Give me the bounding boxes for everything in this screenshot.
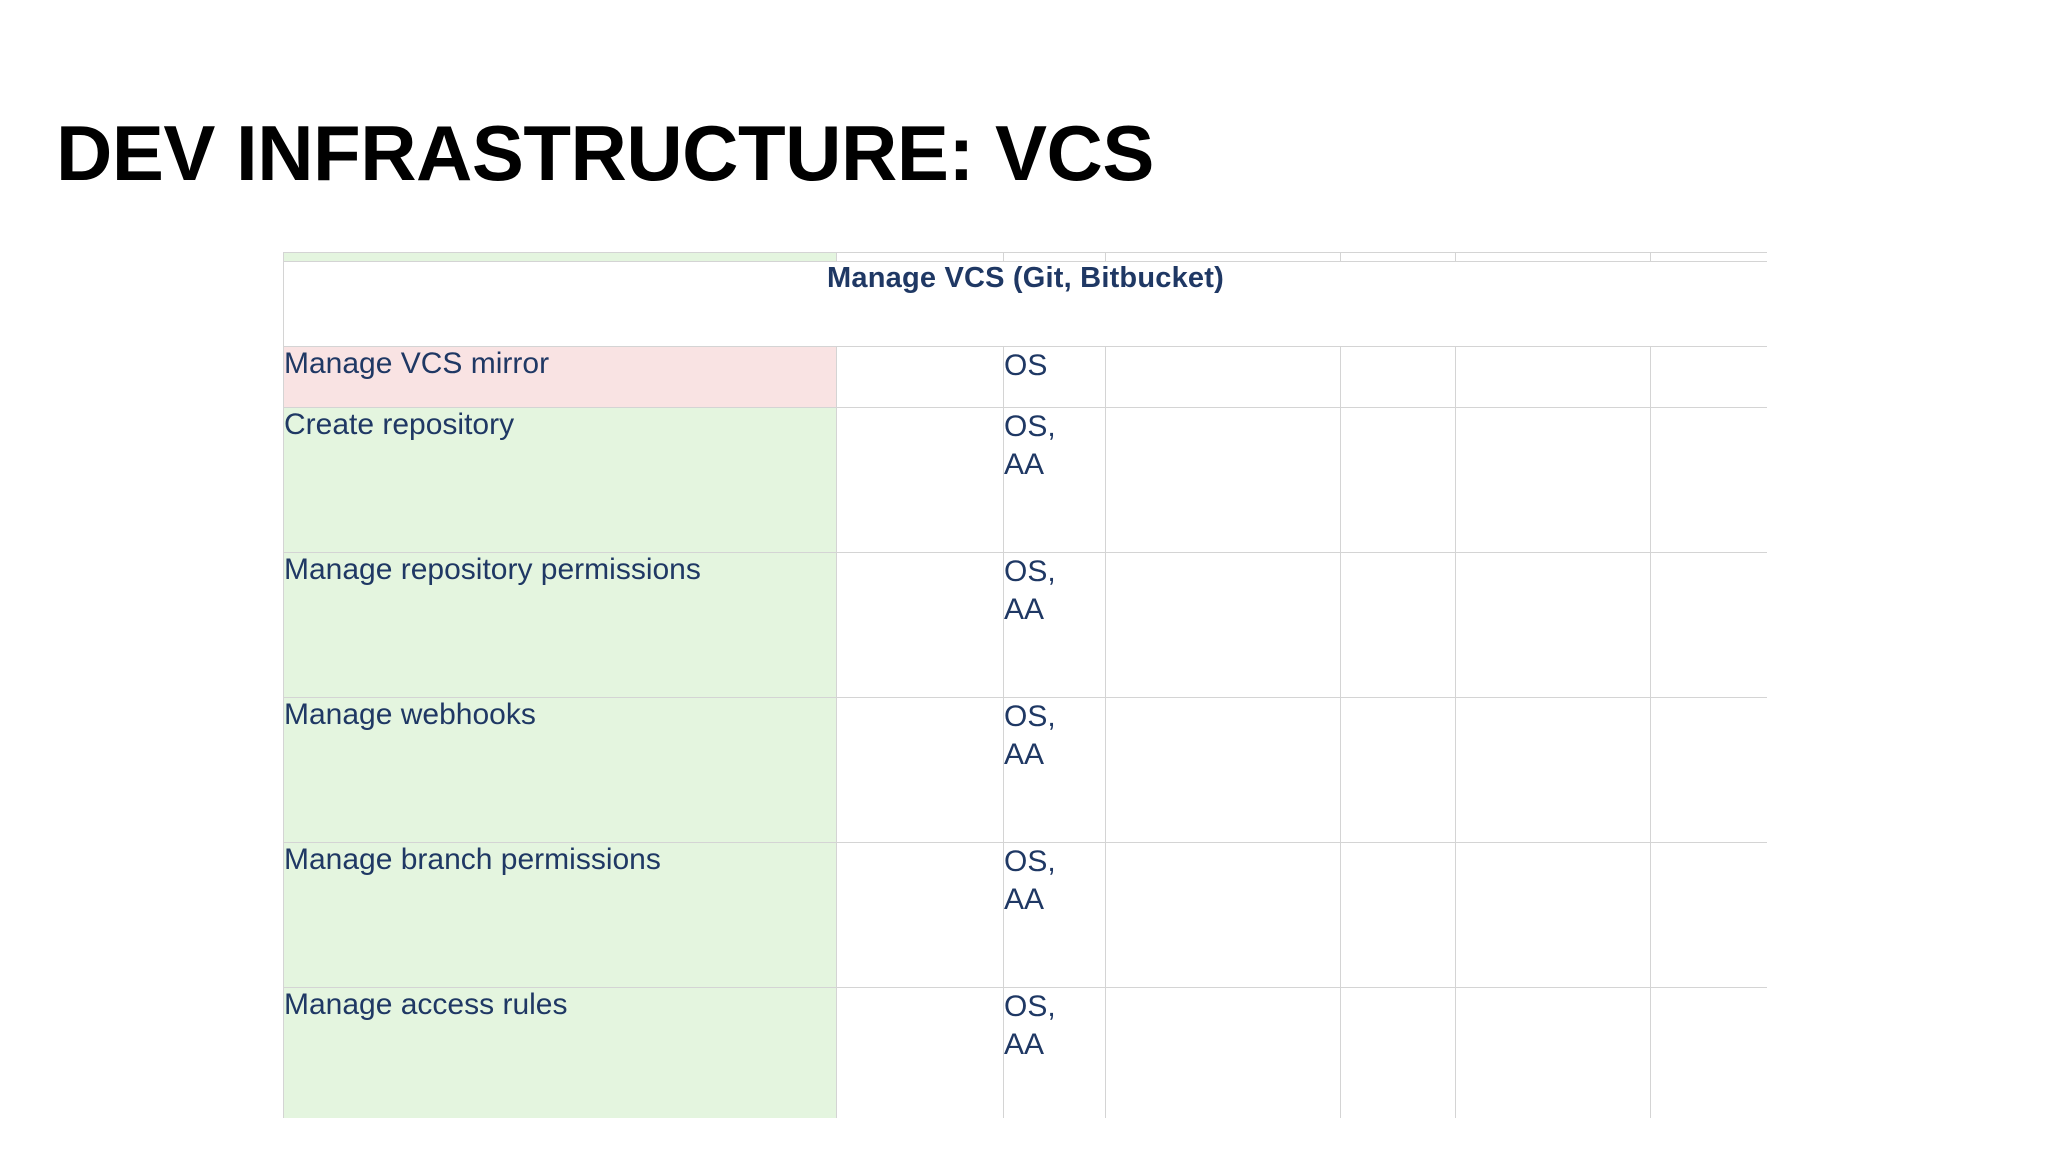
empty-cell[interactable] <box>836 407 1004 553</box>
group-header-label: Manage VCS (Git, Bitbucket) <box>283 261 1767 347</box>
clipped-cell <box>283 252 837 262</box>
role-code: OS, <box>1004 555 1056 588</box>
empty-cell[interactable] <box>836 697 1004 843</box>
clipped-cell <box>1340 252 1456 262</box>
empty-cell[interactable] <box>1105 697 1341 843</box>
group-header-row: Manage VCS (Git, Bitbucket) <box>283 261 1767 347</box>
empty-cell[interactable] <box>1455 407 1651 553</box>
role-cell[interactable]: OS, AA <box>1003 697 1106 843</box>
empty-cell[interactable] <box>1455 552 1651 698</box>
empty-cell[interactable] <box>1340 552 1456 698</box>
empty-cell[interactable] <box>836 552 1004 698</box>
table-row[interactable]: Manage VCS mirror OS <box>283 346 1767 408</box>
empty-cell[interactable] <box>1455 346 1651 408</box>
task-label-cell[interactable]: Manage branch permissions <box>283 842 837 988</box>
empty-cell[interactable] <box>1105 552 1341 698</box>
task-label-cell[interactable]: Manage webhooks <box>283 697 837 843</box>
empty-cell[interactable] <box>836 346 1004 408</box>
role-code: OS, <box>1004 410 1056 443</box>
clipped-previous-row <box>283 252 1767 262</box>
empty-cell[interactable] <box>1650 842 1767 988</box>
table-row[interactable]: Manage access rules OS, AA <box>283 987 1767 1118</box>
empty-cell[interactable] <box>1105 842 1341 988</box>
empty-cell[interactable] <box>1105 987 1341 1118</box>
empty-cell[interactable] <box>1650 407 1767 553</box>
empty-cell[interactable] <box>1105 407 1341 553</box>
empty-cell[interactable] <box>836 842 1004 988</box>
empty-cell[interactable] <box>1340 407 1456 553</box>
role-code: AA <box>1004 593 1045 627</box>
role-code: OS <box>1004 349 1048 382</box>
table-row[interactable]: Create repository OS, AA <box>283 407 1767 553</box>
task-label-cell[interactable]: Create repository <box>283 407 837 553</box>
empty-cell[interactable] <box>1340 842 1456 988</box>
empty-cell[interactable] <box>1455 842 1651 988</box>
clipped-cell <box>1105 252 1341 262</box>
role-code: AA <box>1004 1028 1045 1062</box>
table-row[interactable]: Manage branch permissions OS, AA <box>283 842 1767 988</box>
empty-cell[interactable] <box>1650 346 1767 408</box>
task-label-cell[interactable]: Manage repository permissions <box>283 552 837 698</box>
role-cell[interactable]: OS, AA <box>1003 407 1106 553</box>
role-code: AA <box>1004 883 1045 917</box>
responsibility-matrix-container: Manage VCS (Git, Bitbucket)Manage VCS mi… <box>283 252 1767 1118</box>
role-cell[interactable]: OS, AA <box>1003 552 1106 698</box>
empty-cell[interactable] <box>1650 552 1767 698</box>
role-code: AA <box>1004 448 1045 482</box>
page-title: DEV INFRASTRUCTURE: VCS <box>56 109 1154 198</box>
empty-cell[interactable] <box>1105 346 1341 408</box>
role-code: OS, <box>1004 845 1056 878</box>
clipped-cell <box>1003 252 1106 262</box>
empty-cell[interactable] <box>836 987 1004 1118</box>
role-code: AA <box>1004 738 1045 772</box>
empty-cell[interactable] <box>1340 697 1456 843</box>
role-code: OS, <box>1004 990 1056 1023</box>
task-label-cell[interactable]: Manage access rules <box>283 987 837 1118</box>
responsibility-matrix-table: Manage VCS (Git, Bitbucket)Manage VCS mi… <box>283 252 1767 1118</box>
empty-cell[interactable] <box>1455 697 1651 843</box>
table-row[interactable]: Manage webhooks OS, AA <box>283 697 1767 843</box>
empty-cell[interactable] <box>1650 987 1767 1118</box>
clipped-cell <box>1650 252 1767 262</box>
role-cell[interactable]: OS, AA <box>1003 987 1106 1118</box>
empty-cell[interactable] <box>1455 987 1651 1118</box>
role-cell[interactable]: OS, AA <box>1003 842 1106 988</box>
clipped-cell <box>1455 252 1651 262</box>
empty-cell[interactable] <box>1340 346 1456 408</box>
task-label-cell[interactable]: Manage VCS mirror <box>283 346 837 408</box>
role-cell[interactable]: OS <box>1003 346 1106 408</box>
empty-cell[interactable] <box>1650 697 1767 843</box>
clipped-cell <box>836 252 1004 262</box>
table-row[interactable]: Manage repository permissions OS, AA <box>283 552 1767 698</box>
role-code: OS, <box>1004 700 1056 733</box>
empty-cell[interactable] <box>1340 987 1456 1118</box>
